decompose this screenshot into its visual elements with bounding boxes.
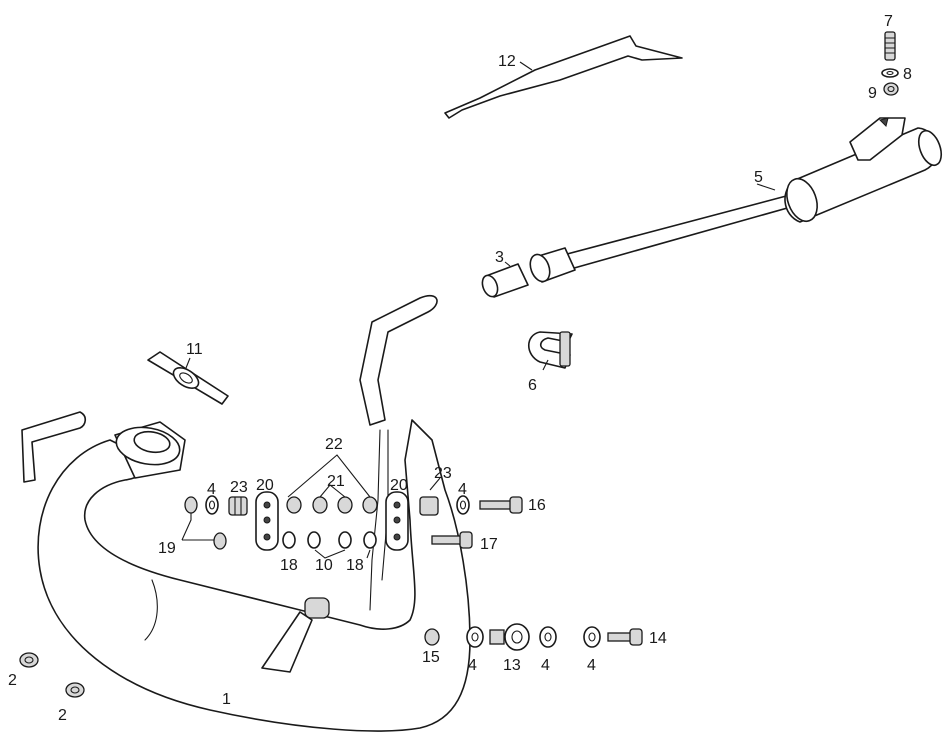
spacer-15-part [424, 628, 440, 646]
label-4b: 4 [458, 481, 467, 498]
label-7: 7 [884, 13, 893, 30]
exhaust-sleeve-part [481, 263, 529, 298]
label-14: 14 [649, 630, 667, 647]
label-17: 17 [480, 536, 498, 553]
part-labels: 1 2 2 3 4 4 4 4 4 5 6 7 8 9 10 11 12 13 … [8, 13, 912, 724]
label-23b: 23 [434, 465, 452, 482]
plate-20-left-part [255, 491, 279, 551]
label-2a: 2 [8, 672, 17, 689]
muffler-bolt-part [884, 31, 896, 61]
label-5: 5 [754, 169, 763, 186]
washer-4-left-part [205, 495, 219, 515]
label-11: 11 [186, 341, 203, 358]
exhaust-gasket-part [147, 351, 229, 405]
label-22: 22 [325, 436, 343, 453]
label-6: 6 [528, 377, 537, 394]
label-18a: 18 [280, 557, 298, 574]
bushings-22-21-part [286, 496, 378, 514]
label-4c: 4 [468, 657, 477, 674]
washer-4-bottom-b-part [539, 626, 557, 648]
label-2b: 2 [58, 707, 67, 724]
label-18b: 18 [346, 557, 364, 574]
leader-lines [181, 61, 776, 559]
label-4d: 4 [541, 657, 550, 674]
pipe-nut-part-b [65, 682, 85, 698]
bolt-14-part [607, 628, 643, 646]
label-21: 21 [327, 473, 345, 490]
bolt-16-part [479, 496, 523, 514]
label-9: 9 [868, 85, 877, 102]
muffler-nut-part [883, 82, 899, 96]
muffler-part [529, 117, 943, 283]
muffler-washer-part [881, 68, 899, 78]
label-20b: 20 [390, 477, 408, 494]
label-13: 13 [503, 657, 521, 674]
washer-4-right-part [456, 495, 470, 515]
label-16: 16 [528, 497, 546, 514]
exhaust-clamp-part [527, 331, 573, 369]
rubber-mount-13-part [489, 623, 530, 651]
pipe-nut-part-a [19, 652, 39, 668]
label-12: 12 [498, 53, 516, 70]
washers-18-10-part [282, 531, 377, 549]
bushing-23-left-part [228, 496, 248, 516]
spacer-19-part [184, 496, 227, 550]
label-23a: 23 [230, 479, 248, 496]
label-4a: 4 [207, 481, 216, 498]
bushing-23-right-part [419, 496, 439, 516]
washer-4-bottom-c-part [583, 626, 601, 648]
label-15: 15 [422, 649, 440, 666]
label-4e: 4 [587, 657, 596, 674]
label-8: 8 [903, 66, 912, 83]
label-20a: 20 [256, 477, 274, 494]
bolt-17-part [431, 531, 473, 549]
label-10: 10 [315, 557, 333, 574]
washer-4-bottom-a-part [466, 626, 484, 648]
label-1: 1 [222, 691, 231, 708]
heat-shield-part [444, 35, 683, 119]
plate-20-right-part [385, 491, 409, 551]
label-19: 19 [158, 540, 176, 557]
label-3: 3 [495, 249, 504, 266]
exhaust-pipe-part [21, 295, 471, 732]
